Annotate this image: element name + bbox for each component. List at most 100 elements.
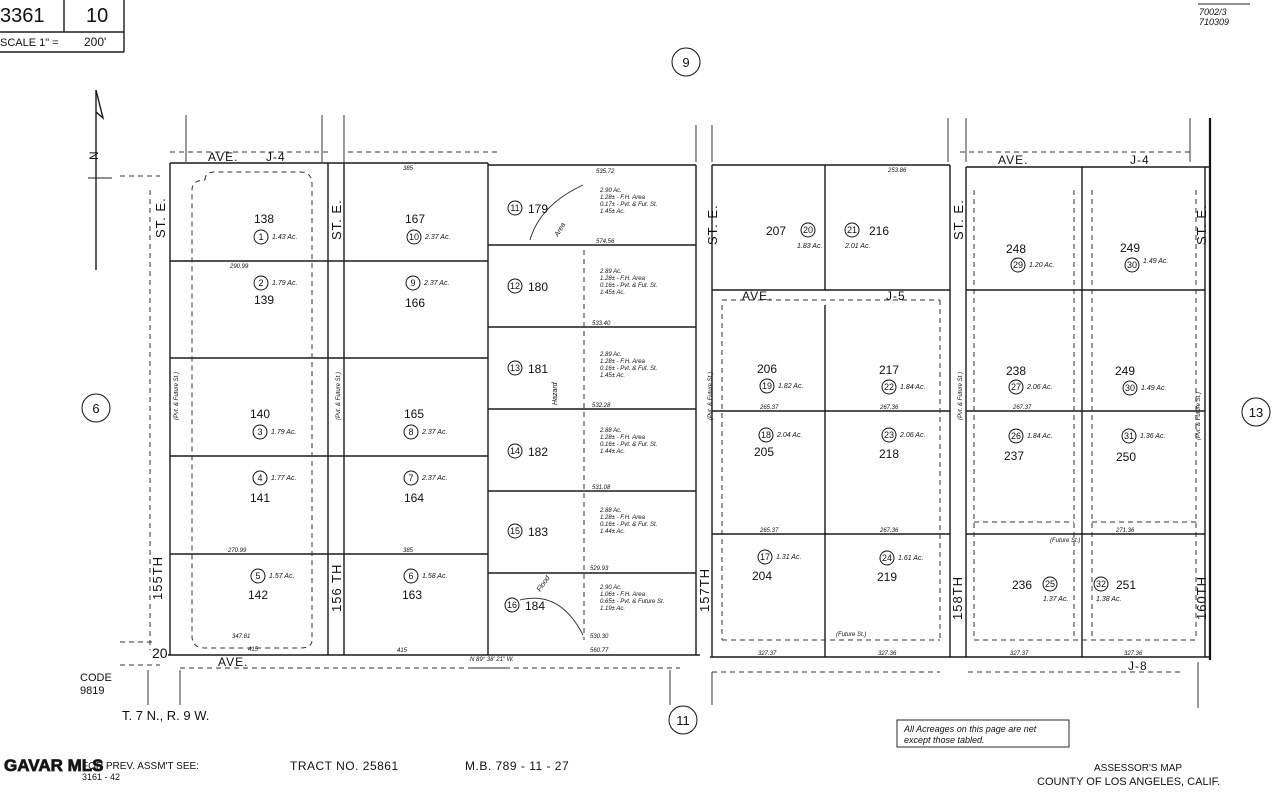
svg-text:385: 385: [403, 548, 414, 554]
svg-text:1.79 Ac.: 1.79 Ac.: [271, 429, 296, 436]
parcel-165[interactable]: 165 8 2.37 Ac.: [403, 407, 447, 440]
parcel-249[interactable]: 249 30 1.49 Ac.: [1115, 364, 1166, 396]
adjacent-page-11[interactable]: 11: [668, 705, 698, 735]
parcel-180[interactable]: 12 180 2.89 Ac. 1.28± - F.H. Area 0.16± …: [507, 269, 657, 296]
street-st-e-156: ST. E.: [329, 199, 344, 240]
svg-text:165: 165: [404, 407, 424, 421]
parcel-179[interactable]: 11 179 2.90 Ac. 1.28± - F.H. Area 0.17± …: [507, 188, 657, 216]
svg-text:2.04 Ac.: 2.04 Ac.: [776, 432, 802, 439]
parcel-184[interactable]: 16 184 2.90 Ac. 1.06± - F.H. Area 0.65± …: [504, 585, 664, 613]
street-lines: [120, 115, 1212, 708]
parcel-237[interactable]: 26 1.84 Ac. 237: [1004, 428, 1052, 463]
svg-text:530.30: 530.30: [590, 634, 609, 640]
svg-text:142: 142: [248, 588, 268, 602]
parcel-167[interactable]: 167 10 2.37 Ac.: [405, 212, 450, 245]
parcel-251[interactable]: 32 251 1.38 Ac.: [1093, 576, 1136, 603]
map-book-ref: M.B. 789 - 11 - 27: [465, 759, 569, 773]
svg-text:249: 249: [1120, 241, 1140, 255]
parcel-164[interactable]: 7 2.37 Ac. 164: [403, 470, 447, 505]
svg-text:164: 164: [404, 491, 424, 505]
svg-text:1.20 Ac.: 1.20 Ac.: [1029, 262, 1054, 269]
code-label: CODE: [80, 672, 112, 684]
parcel-236[interactable]: 236 25 1.37 Ac.: [1012, 576, 1068, 603]
parcel-205[interactable]: 18 2.04 Ac. 205: [754, 427, 802, 459]
svg-text:290.99: 290.99: [229, 264, 249, 270]
parcel-207[interactable]: 207 20 1.83 Ac.: [766, 222, 822, 250]
parcel-218[interactable]: 23 2.06 Ac. 218: [879, 427, 925, 461]
adjacent-page-6[interactable]: 6: [81, 393, 111, 423]
page-reference-box: 3361 10 SCALE 1" = 200': [0, 0, 125, 53]
svg-text:138: 138: [254, 212, 274, 226]
svg-text:216: 216: [869, 224, 889, 238]
parcel-141[interactable]: 4 1.77 Ac. 141: [250, 470, 296, 505]
svg-text:2.37 Ac.: 2.37 Ac.: [423, 280, 449, 287]
svg-text:1.58 Ac.: 1.58 Ac.: [422, 573, 447, 580]
parcel-140[interactable]: 140 3 1.79 Ac.: [250, 407, 296, 440]
svg-text:253.86: 253.86: [887, 168, 907, 174]
svg-text:2.88 Ac.: 2.88 Ac.: [599, 428, 622, 434]
svg-text:32: 32: [1096, 579, 1106, 589]
parcel-163[interactable]: 6 1.58 Ac. 163: [402, 568, 447, 602]
parcel-204[interactable]: 17 1.31 Ac. 204: [752, 549, 801, 583]
svg-text:415: 415: [397, 648, 408, 654]
street-ave-j4-left: AVE.: [208, 150, 238, 164]
parcel-250[interactable]: 31 1.36 Ac. 250: [1116, 428, 1165, 464]
svg-text:560.77: 560.77: [590, 648, 609, 654]
svg-text:267.37: 267.37: [1012, 405, 1032, 411]
svg-text:(Future St.): (Future St.): [1050, 538, 1080, 544]
parcel-219[interactable]: 24 1.61 Ac. 219: [877, 550, 923, 584]
svg-text:1.49 Ac.: 1.49 Ac.: [1141, 385, 1166, 392]
svg-text:12: 12: [510, 281, 520, 291]
svg-text:204: 204: [752, 569, 772, 583]
svg-text:22: 22: [884, 382, 894, 392]
svg-text:532.28: 532.28: [592, 403, 611, 409]
svg-text:N 89° 38' 21" W.: N 89° 38' 21" W.: [470, 657, 514, 663]
svg-text:574.56: 574.56: [596, 239, 615, 245]
parcel-139[interactable]: 2 1.79 Ac. 139: [253, 275, 297, 307]
svg-text:(Pvt. & Future St.): (Pvt. & Future St.): [336, 372, 342, 420]
svg-text:1.06± - F.H. Area: 1.06± - F.H. Area: [600, 592, 646, 598]
svg-text:140: 140: [250, 407, 270, 421]
revision-2: 710309: [1199, 17, 1229, 27]
svg-text:2.37 Ac.: 2.37 Ac.: [421, 475, 447, 482]
parcel-lines: [168, 162, 1210, 658]
street-st-e-158: ST. E.: [951, 199, 966, 240]
parcel-206[interactable]: 206 19 1.82 Ac.: [757, 362, 803, 394]
svg-text:1: 1: [258, 232, 263, 242]
parcel-239[interactable]: 248 29 1.20 Ac.: [1006, 242, 1054, 273]
parcel-238[interactable]: 238 27 2.06 Ac.: [1006, 364, 1052, 395]
svg-text:26: 26: [1011, 431, 1021, 441]
parcel-216[interactable]: 21 216 2.01 Ac.: [844, 222, 889, 250]
revision-1: 7002/3: [1199, 7, 1227, 17]
township-range: T. 7 N., R. 9 W.: [122, 708, 209, 723]
svg-text:2.89 Ac.: 2.89 Ac.: [599, 352, 622, 358]
adjacent-page-13[interactable]: 13: [1241, 397, 1271, 427]
svg-text:529.93: 529.93: [590, 566, 609, 572]
map-book-number: 3361: [0, 5, 45, 27]
parcel-183[interactable]: 15 183 2.88 Ac. 1.28± - F.H. Area 0.16± …: [507, 508, 657, 539]
parcel-166[interactable]: 9 2.37 Ac. 166: [405, 275, 449, 310]
svg-text:2.37 Ac.: 2.37 Ac.: [424, 234, 450, 241]
svg-text:1.31 Ac.: 1.31 Ac.: [776, 554, 801, 561]
parcel-217[interactable]: 217 22 1.84 Ac.: [879, 363, 925, 395]
svg-text:1.82 Ac.: 1.82 Ac.: [778, 383, 803, 390]
svg-text:4: 4: [257, 473, 262, 483]
street-ave-j5: AVE.: [742, 289, 772, 303]
parcel-138[interactable]: 138 1 1.43 Ac.: [253, 212, 297, 245]
parcel-182[interactable]: 14 182 2.88 Ac. 1.28± - F.H. Area 0.16± …: [507, 428, 657, 459]
adjacent-page-9[interactable]: 9: [671, 47, 701, 77]
svg-text:31: 31: [1124, 431, 1134, 441]
svg-text:1.38 Ac.: 1.38 Ac.: [1096, 596, 1121, 603]
parcel-181[interactable]: 13 181 2.89 Ac. 1.28± - F.H. Area 0.16± …: [507, 352, 657, 379]
svg-text:17: 17: [760, 552, 770, 562]
street-st-e-160: ST. E.: [1194, 204, 1209, 245]
parcel-248[interactable]: 249 30 1.49 Ac.: [1120, 241, 1168, 273]
scale-label: SCALE 1" =: [0, 37, 59, 49]
prev-assessment-label: FOR PREV. ASSM'T SEE:: [82, 761, 199, 772]
svg-text:0.16± - Pvt. & Fut. St.: 0.16± - Pvt. & Fut. St.: [600, 442, 657, 448]
map-page-number: 10: [86, 5, 108, 27]
parcel-142[interactable]: 5 1.57 Ac. 142: [248, 568, 294, 602]
svg-text:267.36: 267.36: [879, 528, 899, 534]
tract-number: TRACT NO. 25861: [290, 759, 399, 773]
